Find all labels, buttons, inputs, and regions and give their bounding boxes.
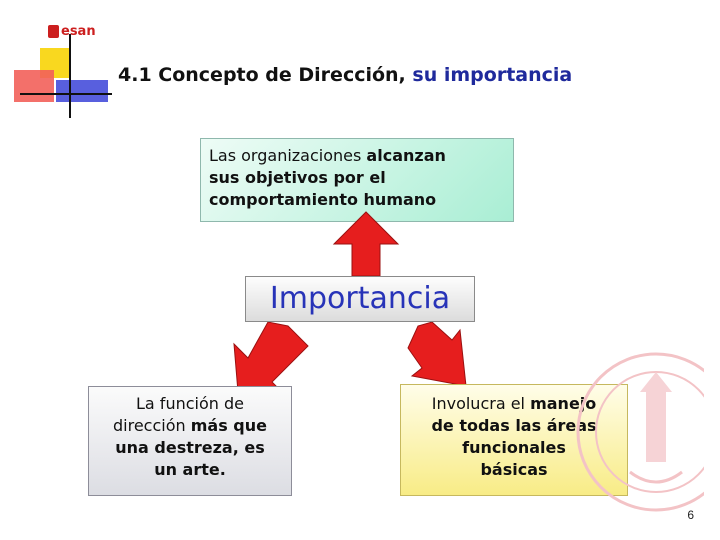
left-box-text-bold2: una destreza, es — [115, 438, 265, 457]
arrow-down-left-icon — [233, 321, 309, 397]
center-box-label: Importancia — [269, 281, 451, 316]
center-box-importancia: Importancia — [245, 276, 475, 322]
right-box-text-bold2: de todas las áreas — [431, 416, 597, 435]
right-box-text-bold3: funcionales — [462, 438, 566, 457]
top-box-text-bold3: comportamiento humano — [209, 190, 437, 209]
right-box-text-bold1: manejo — [530, 394, 597, 413]
page-title: 4.1 Concepto de Dirección, su importanci… — [118, 64, 572, 86]
title-accent: su importancia — [412, 64, 573, 86]
right-box-involves: Involucra el manejo de todas las áreas f… — [400, 384, 628, 496]
university-seal-watermark-icon — [576, 352, 704, 512]
red-square — [14, 70, 54, 102]
top-box-text-bold1: alcanzan — [366, 146, 446, 165]
left-box-text-plain2: dirección — [113, 416, 191, 435]
right-box-text-plain1: Involucra el — [431, 394, 531, 413]
title-main: 4.1 Concepto de Dirección, — [118, 64, 406, 86]
right-box-text-bold4: básicas — [480, 460, 548, 479]
top-box-organizations: Las organizaciones alcanzan sus objetivo… — [200, 138, 514, 222]
top-box-text-plain: Las organizaciones — [209, 146, 367, 165]
left-box-text-bold1: más que — [190, 416, 267, 435]
arrow-down-right-icon — [407, 321, 467, 387]
arrow-up-icon — [332, 211, 400, 277]
decorative-squares — [14, 34, 112, 118]
left-box-function: La función de dirección más que una dest… — [88, 386, 292, 496]
esan-logo-mark-icon — [48, 25, 59, 38]
page-number: 6 — [687, 508, 694, 522]
left-box-text-bold3: un arte. — [154, 460, 226, 479]
left-box-text-plain1: La función de — [136, 394, 244, 413]
top-box-text-bold2: sus objetivos por el — [209, 168, 386, 187]
